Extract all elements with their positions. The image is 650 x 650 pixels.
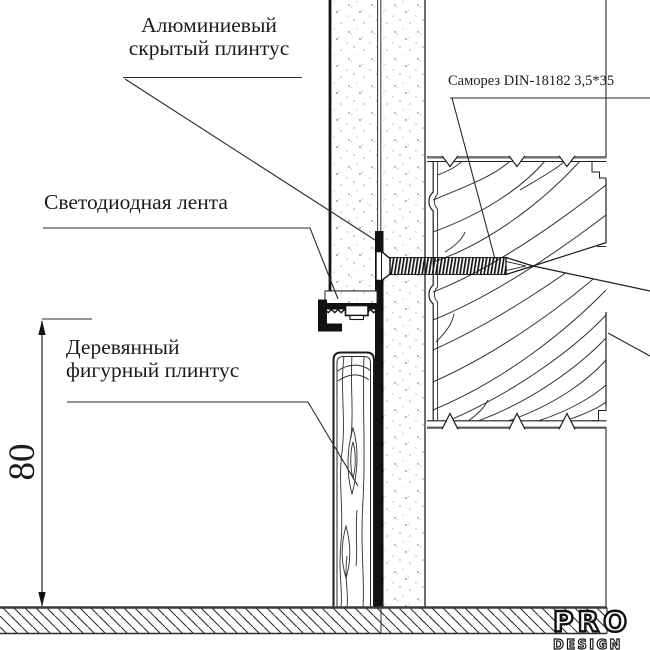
logo-line-pro: PRO (552, 605, 631, 638)
floor (0, 606, 608, 635)
callout-led-text: Светодиодная лента (44, 190, 228, 214)
callout-wood-line2: фигурный плинтус (66, 358, 240, 382)
screw (375, 250, 536, 282)
pro-design-logo: PRO DESIGN (552, 605, 650, 650)
callout-screw: Саморез DIN-18182 3,5*35 (448, 73, 648, 90)
wall-plaster-layers (326, 0, 426, 607)
callout-wood-line1: Деревянный (66, 335, 180, 359)
wood-grain (433, 161, 606, 421)
led-strip (344, 304, 369, 321)
panel-joint-wedge (532, 241, 650, 357)
callout-wooden-plinth: Деревянный фигурный плинтус (66, 335, 306, 382)
callout-screw-text: Саморез DIN-18182 3,5*35 (448, 73, 615, 89)
wooden-plinth (332, 351, 375, 607)
leader-lines (43, 76, 650, 487)
timber-wall-panel (427, 0, 650, 607)
callout-aluminum-line2: скрытый плинтус (128, 36, 290, 60)
callout-aluminum-plinth: Алюминиевый скрытый плинтус (100, 13, 318, 60)
callout-led-strip: Светодиодная лента (44, 190, 304, 214)
dimension-80-lines (38, 318, 92, 607)
callout-aluminum-line1: Алюминиевый (141, 13, 277, 37)
logo-line-design: DESIGN (552, 638, 623, 650)
dimension-80-label: 80 (1, 443, 43, 481)
